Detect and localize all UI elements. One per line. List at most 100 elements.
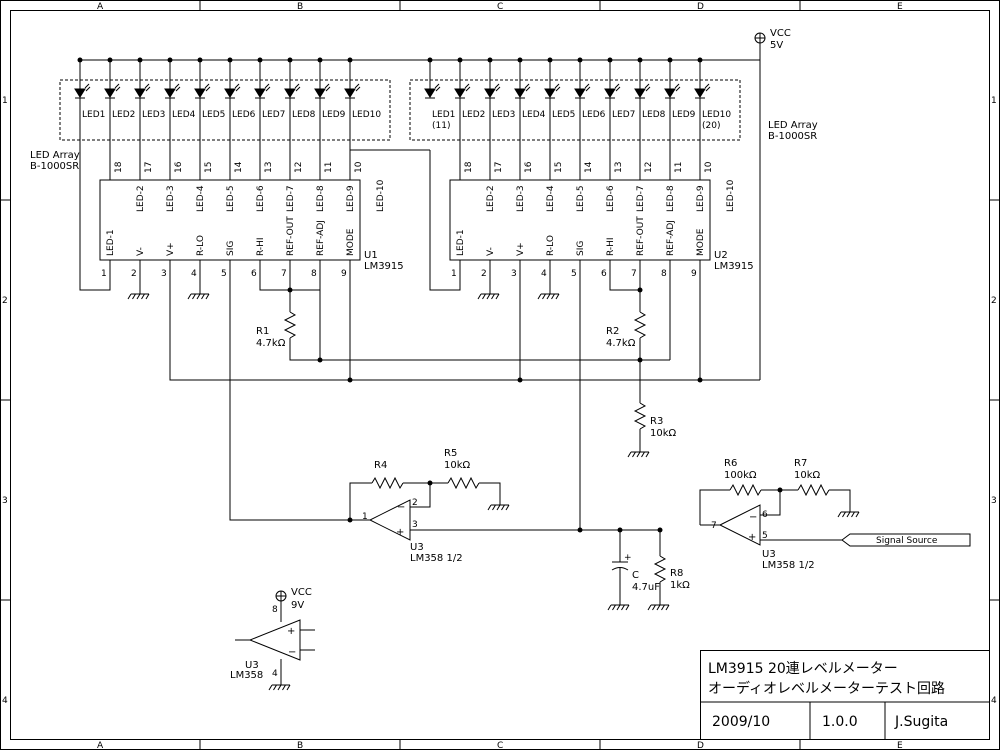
array1-pin-num: 10 — [354, 161, 364, 173]
u1-top-pin: LED-4 — [196, 185, 206, 212]
array1-led-label: LED7 — [262, 110, 285, 120]
u1-bottom-pin: V+ — [166, 242, 176, 256]
border-row-left: 2 — [2, 296, 8, 306]
opamp-power-part: LM358 — [230, 670, 263, 681]
r7-ref: R7 — [794, 458, 807, 469]
u2-top-pin: LED-2 — [486, 185, 496, 212]
led-array-1-outline — [59, 79, 391, 141]
capacitor-plate-bottom — [611, 567, 629, 571]
array2-led-label: LED7 — [612, 110, 635, 120]
array1-part: B-1000SR — [30, 161, 79, 172]
vcc-bottom-label: VCC — [291, 587, 312, 598]
u2-part: LM3915 — [714, 261, 754, 272]
ground-symbol — [487, 504, 510, 511]
r4-symbol — [371, 476, 404, 490]
border-row-left: 3 — [2, 496, 8, 506]
u1-bottom-pin-num: 9 — [341, 269, 347, 279]
array1-pin-num: 17 — [144, 162, 154, 173]
capacitor-ref: C — [632, 570, 639, 581]
u2-rhi-refout — [609, 280, 640, 291]
ground-symbol — [837, 511, 860, 518]
u1-bottom-pin-num: 8 — [311, 269, 317, 279]
u1-bottom-pin: R-HI — [256, 237, 266, 256]
border-row-left: 4 — [2, 696, 8, 706]
array2-led-9: LED9 11 — [664, 57, 696, 180]
array1-pin-num: 11 — [324, 162, 334, 173]
u2-bottom-pin: V+ — [516, 242, 526, 256]
u1-bottom-pin-num: 6 — [251, 269, 257, 279]
u2-top-pin: LED-9 — [696, 185, 706, 212]
u1-part: LM3915 — [364, 261, 404, 272]
array1-pin-num: 12 — [294, 162, 304, 173]
array2-pin-num: 16 — [524, 161, 534, 173]
svg-text:−: − — [749, 512, 757, 523]
signal-source-port — [841, 533, 971, 547]
svg-text:+: + — [396, 527, 404, 538]
u1-bottom-pin: R-LO — [196, 235, 206, 256]
array2-led-label: LED9 — [672, 110, 696, 120]
u1-top-pin: LED-7 — [286, 185, 296, 212]
border-row-right: 1 — [991, 96, 997, 106]
r8-ref: R8 — [670, 568, 683, 579]
ground-symbol — [477, 293, 500, 300]
ground-symbol — [187, 293, 210, 300]
border-col-top: D — [697, 2, 704, 12]
u1-bottom-pin-num: 7 — [281, 269, 287, 279]
u2-top-pin: LED-7 — [636, 185, 646, 212]
u2-bottom-pin: R-LO — [546, 235, 556, 256]
inner-border — [10, 10, 990, 740]
u1-bottom-pin-num: 1 — [101, 269, 107, 279]
u1-led1-wire — [79, 60, 111, 291]
u2-ref: U2 — [714, 250, 728, 261]
r5-value: 10kΩ — [444, 460, 471, 471]
array1-led-6: LED6 14 — [224, 57, 256, 180]
svg-text:+: + — [748, 532, 756, 543]
border-row-left: 1 — [2, 96, 8, 106]
u1-bottom-pin-num: 3 — [161, 269, 167, 279]
u2-top-pin: LED-3 — [516, 185, 526, 212]
r5-symbol — [447, 476, 480, 490]
title-author: J.Sugita — [894, 714, 948, 730]
vplus-bus — [169, 280, 760, 381]
array1-led-9: LED9 11 — [314, 57, 346, 180]
u2-bottom-pin-num: 6 — [601, 269, 607, 279]
u2-bottom-pin: REF-OUT — [636, 216, 646, 256]
array2-led-label: LED2 — [462, 110, 485, 120]
array1-led-label: LED9 — [322, 110, 346, 120]
border-col-bottom: C — [497, 741, 503, 750]
u2-led1-wire — [429, 150, 461, 291]
u2-bottom-pin: V- — [486, 247, 496, 256]
u2-top-pin: LED-5 — [576, 185, 586, 212]
array1-pin-num: 14 — [234, 161, 244, 173]
r5-ref: R5 — [444, 448, 457, 459]
border-col-top: E — [897, 2, 903, 12]
array1-led-label: LED6 — [232, 110, 256, 120]
ground-symbol — [627, 451, 650, 458]
u2-bottom-pin-num: 5 — [571, 269, 577, 279]
u1-bottom-pin: SIG — [226, 241, 236, 256]
array2-pin-num: 14 — [584, 161, 594, 173]
u1-top-pin: LED-2 — [136, 185, 146, 212]
r2-value: 4.7kΩ — [606, 338, 636, 349]
u1-bottom-pin: LED-1 — [106, 229, 116, 256]
array2-pin-num: 11 — [674, 162, 684, 173]
array1-led-label: LED4 — [172, 110, 196, 120]
opamp-power-symbol — [248, 619, 301, 661]
u1-top-pin: LED-5 — [226, 185, 236, 212]
u1-top-pin: LED-6 — [256, 185, 266, 212]
r7-value: 10kΩ — [794, 470, 821, 481]
border-col-bottom: A — [97, 741, 104, 750]
